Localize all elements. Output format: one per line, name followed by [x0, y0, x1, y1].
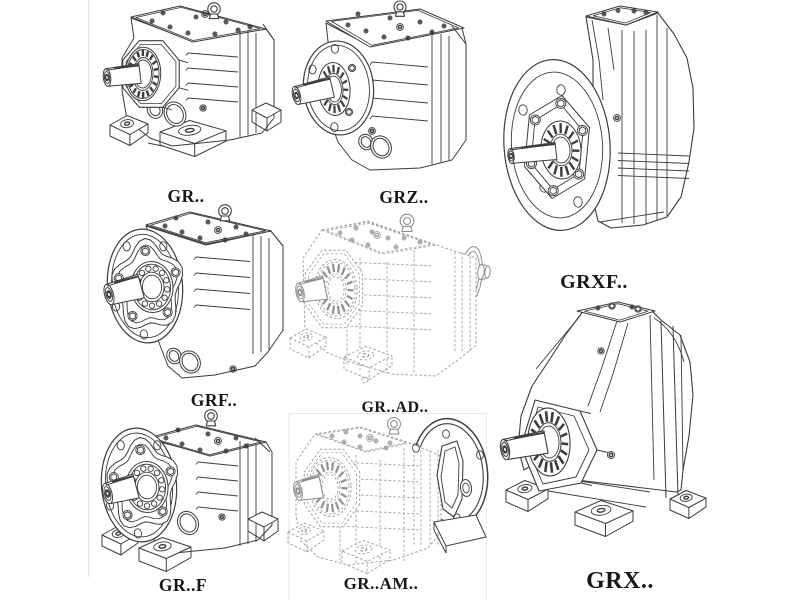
svg-text:GR..AD..: GR..AD..	[361, 399, 428, 416]
svg-text:GR..F: GR..F	[159, 575, 207, 595]
svg-text:GR..AM..: GR..AM..	[344, 574, 419, 593]
svg-text:GRZ..: GRZ..	[379, 187, 428, 207]
svg-text:GRX..: GRX..	[586, 568, 654, 594]
svg-text:GRF..: GRF..	[191, 390, 238, 410]
svg-text:GR..: GR..	[168, 186, 205, 206]
svg-text:GRXF..: GRXF..	[560, 271, 628, 293]
